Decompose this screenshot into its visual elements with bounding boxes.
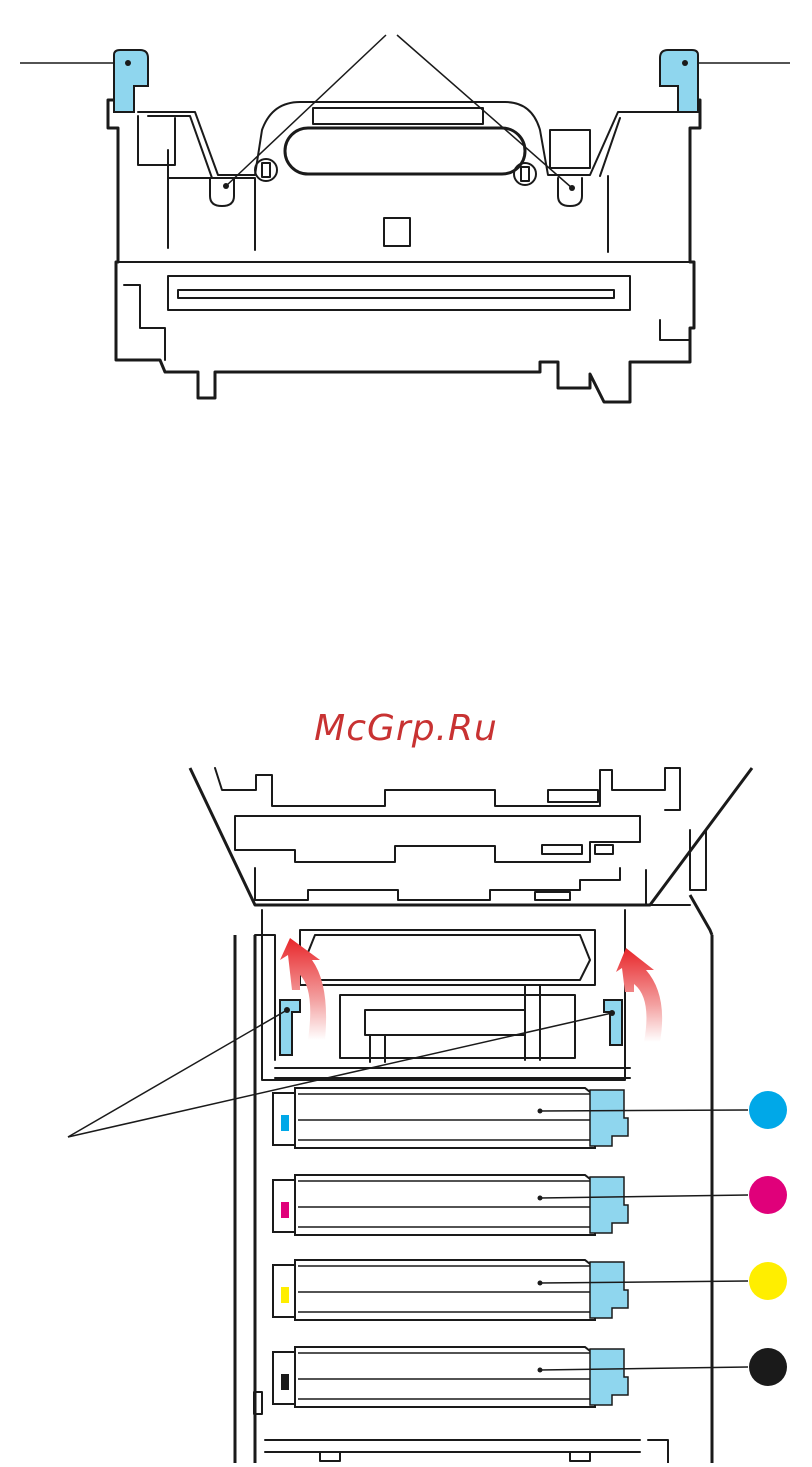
drum-cartridge-cyan[interactable] — [273, 1088, 787, 1148]
drum-colour-tab-cyan — [281, 1115, 289, 1131]
locating-peg-right — [558, 178, 582, 206]
callout-line-yellow — [540, 1281, 748, 1283]
magenta-dot-icon — [749, 1176, 787, 1214]
callout-line-magenta — [540, 1195, 748, 1198]
fuser-roller-slot — [168, 276, 630, 310]
drum-cartridge-black[interactable] — [273, 1347, 787, 1407]
drum-handle-cyan[interactable] — [590, 1090, 628, 1146]
callout-line-cyan — [540, 1110, 748, 1111]
drum-cartridge-magenta[interactable] — [273, 1175, 787, 1235]
cyan-dot-icon — [749, 1091, 787, 1129]
drum-handle-black[interactable] — [590, 1349, 628, 1405]
image-drum-stack — [273, 1088, 787, 1407]
lid-outer — [190, 768, 752, 905]
yellow-dot-icon — [749, 1262, 787, 1300]
fuser-handle[interactable] — [285, 128, 525, 174]
release-lever-left[interactable] — [114, 50, 148, 112]
fuser-lock-lever-right[interactable] — [604, 1000, 622, 1045]
drum-colour-tab-yellow — [281, 1287, 289, 1303]
drum-colour-tab-black — [281, 1374, 289, 1390]
fuser-unit — [20, 35, 790, 402]
callout-line-black — [540, 1367, 748, 1370]
callout-line-left-peg — [226, 35, 386, 186]
drum-handle-magenta[interactable] — [590, 1177, 628, 1233]
black-dot-icon — [749, 1348, 787, 1386]
drum-handle-yellow[interactable] — [590, 1262, 628, 1318]
printer-open-lid — [68, 768, 752, 1463]
release-lever-right[interactable] — [660, 50, 698, 112]
fuser-lock-lever-left[interactable] — [280, 1000, 300, 1055]
fuser-hood — [138, 102, 690, 175]
drum-cartridge-yellow[interactable] — [273, 1260, 787, 1320]
fuser-bay — [300, 930, 595, 985]
drum-colour-tab-magenta — [281, 1202, 289, 1218]
